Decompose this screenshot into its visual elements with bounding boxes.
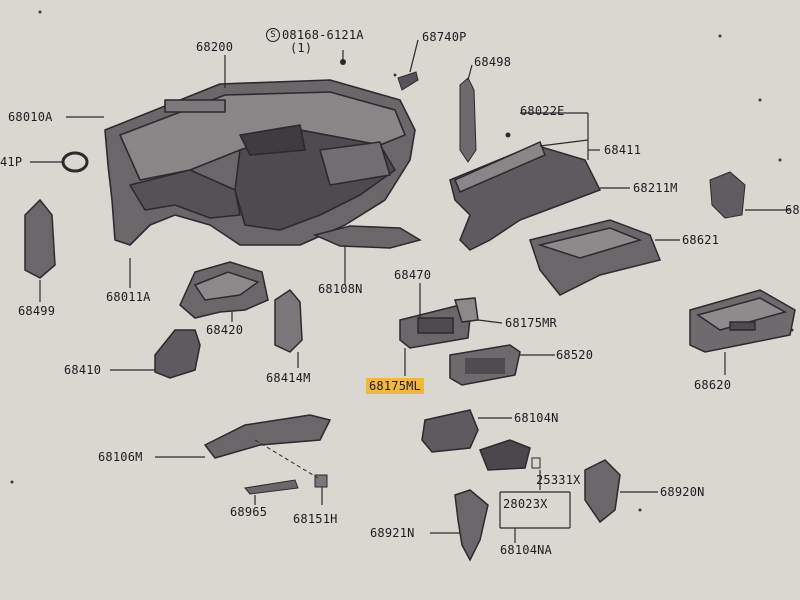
label-68010A: 68010A: [8, 110, 53, 124]
leader-lines: [30, 39, 790, 543]
label-68106M: 68106M: [98, 450, 143, 464]
screw-symbol-icon: S: [266, 26, 280, 42]
glovebox-inner-68621: [529, 219, 662, 296]
label-68022E: 68022E: [520, 104, 565, 118]
label-68108N: 68108N: [318, 282, 363, 296]
label-68420: 68420: [206, 323, 244, 337]
bracket-68104N: [421, 409, 479, 453]
ring-41P: [61, 151, 89, 173]
bracket-right: [709, 171, 746, 219]
label-68104NA: 68104NA: [500, 543, 552, 557]
finisher-68414M: [274, 289, 303, 353]
label-68175MR: 68175MR: [505, 316, 557, 330]
side-cap-68499: [24, 198, 56, 279]
label-08168-6121A: 08168-6121A: [282, 28, 364, 42]
label-68414M: 68414M: [266, 371, 311, 385]
label-68520: 68520: [556, 348, 594, 362]
label-08168-qty: (1): [290, 41, 313, 55]
screw-08168: [340, 59, 346, 65]
label-68498: 68498: [474, 55, 512, 69]
bar-68965: [244, 479, 299, 495]
glovebox-lid-68620: [689, 289, 796, 353]
finisher-68520-opening: [465, 358, 505, 374]
cover-68920N: [584, 459, 621, 524]
label-68411: 68411: [604, 143, 642, 157]
dashed-guide: [254, 439, 319, 479]
duct-68470: [399, 297, 479, 349]
label-68-right: 68: [785, 203, 800, 217]
label-68211M: 68211M: [633, 181, 678, 195]
label-68470: 68470: [394, 268, 432, 282]
scan-specks: [10, 10, 794, 512]
switch-block: [479, 439, 531, 471]
cluster-lid-68420: [179, 261, 269, 319]
clip-68022E: [505, 132, 511, 138]
label-68921N: 68921N: [370, 526, 415, 540]
label-68104N: 68104N: [514, 411, 559, 425]
label-68011A: 68011A: [106, 290, 151, 304]
strip-68106M: [203, 414, 332, 459]
label-68621: 68621: [682, 233, 720, 247]
label-68920N: 68920N: [660, 485, 705, 499]
label-68965: 68965: [230, 505, 268, 519]
label-68200: 68200: [196, 40, 234, 54]
cover-68108N: [312, 225, 422, 249]
label-68175ML-highlighted: 68175ML: [366, 378, 424, 394]
lower-panel-68211M: [449, 140, 602, 251]
label-68620: 68620: [694, 378, 732, 392]
label-25331X: 25331X: [536, 473, 581, 487]
cover-68921N: [454, 489, 489, 562]
label-68499: 68499: [18, 304, 56, 318]
trim-68410: [154, 329, 201, 379]
label-28023X: 28023X: [503, 497, 548, 511]
clip-68740P: [397, 71, 419, 91]
label-68151H: 68151H: [293, 512, 338, 526]
switch-25331X: [531, 457, 541, 469]
label-68410: 68410: [64, 363, 102, 377]
label-68740P: 68740P: [422, 30, 467, 44]
label-41P: 41P: [0, 155, 23, 169]
trim-68498: [459, 77, 477, 163]
instrument-panel-68200: [104, 79, 416, 246]
